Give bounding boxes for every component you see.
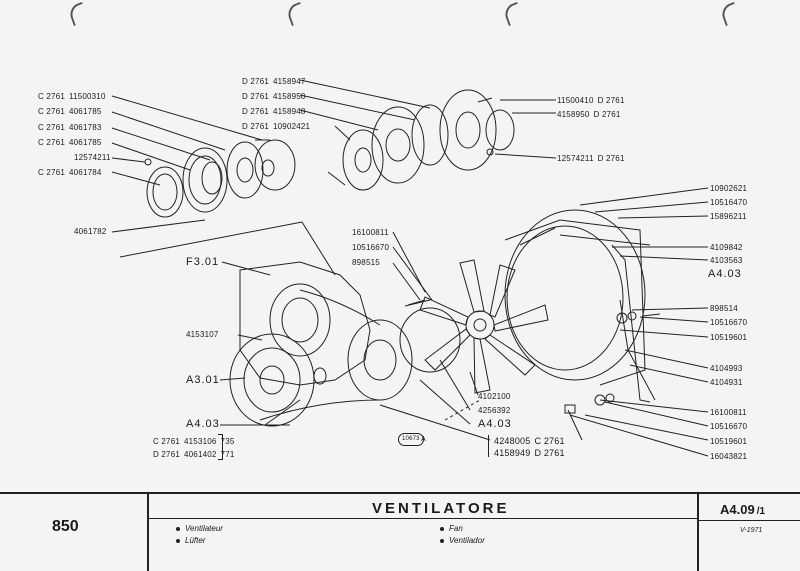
part-label: 4104931 [710,378,743,387]
part-label: 4103563 [710,256,743,265]
part-label: 4256392 [478,406,511,415]
translation-spanish: Ventilador [440,536,485,545]
part-label: 4061782 [74,227,107,236]
footer-divider [147,518,697,519]
part-label: 16100811 [710,408,747,417]
part-label: 10516670 [710,422,748,431]
part-label: 16043821 [710,452,748,461]
bullet-icon [440,538,444,543]
fan-assembly-exploded-drawing [111,79,709,457]
translation-english: Fan [440,524,463,533]
drawing-ref-letter: A [421,436,426,443]
model-number: 850 [52,518,79,535]
footer-divider [147,494,149,571]
part-label: 4153107 [186,330,219,339]
part-label: 15896211 [710,212,747,221]
translation-french: Ventilateur [176,524,223,533]
part-label: 4109842 [710,243,743,252]
part-label: 10519601 [710,437,748,446]
section-ref-label: A4.03 [478,418,512,430]
part-label: 898515 [352,258,380,267]
bracket-line [218,434,223,460]
bracket-line [488,435,490,457]
section-code: A4.09/1 [720,502,766,517]
part-label: 12574211 [74,153,111,162]
part-label: 898514 [710,304,738,313]
page-title: VENTILATORE [372,500,510,517]
part-label: 4104993 [710,364,743,373]
part-label: 10516670 [710,318,748,327]
translation-german: Lüfter [176,536,205,545]
section-ref-label: A3.01 [186,374,220,386]
bullet-icon [176,526,180,531]
footer-divider [697,494,699,571]
part-label: 10516470 [710,198,748,207]
revision-date: V-1971 [740,527,763,534]
footer-title-block: 850 VENTILATORE Ventilateur Lüfter Fan V… [0,492,800,571]
part-label: 4102100 [478,392,511,401]
part-label: 10516670 [352,243,390,252]
drawing-ref-circle: 10673 [398,433,424,446]
part-label: 10902621 [710,184,748,193]
section-ref-label: F3.01 [186,256,220,268]
part-label: 10519601 [710,333,748,342]
bullet-icon [176,538,180,543]
section-ref-label: A4.03 [186,418,220,430]
footer-divider [697,520,800,521]
section-ref-label: A4.03 [708,268,742,280]
part-label: 16100811 [352,228,389,237]
bullet-icon [440,526,444,531]
